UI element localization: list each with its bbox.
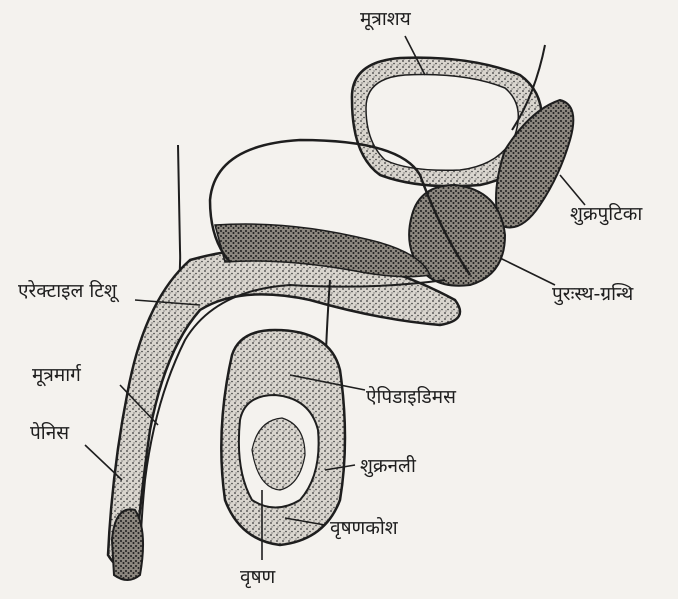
label-bladder: मूत्राशय <box>360 10 411 29</box>
label-testis: वृषण <box>240 568 275 587</box>
label-seminal-vesicle: शुक्रपुटिका <box>570 205 642 224</box>
label-prostate: पुरःस्थ-ग्रन्थि <box>552 285 633 304</box>
label-epididymis: ऐपिडाइडिमस <box>366 388 456 407</box>
label-erectile-tissue: एरेक्टाइल टिशू <box>18 282 117 301</box>
label-vas-deferens: शुक्रनली <box>360 457 416 476</box>
leader-prostate <box>500 258 555 285</box>
leader-seminal-vesicle <box>560 175 585 205</box>
label-scrotum: वृषणकोश <box>330 519 398 538</box>
glans-shape <box>112 509 143 580</box>
bladder-lumen <box>366 75 518 171</box>
label-urethra: मूत्रमार्ग <box>32 366 81 385</box>
label-penis: पेनिस <box>30 424 69 443</box>
